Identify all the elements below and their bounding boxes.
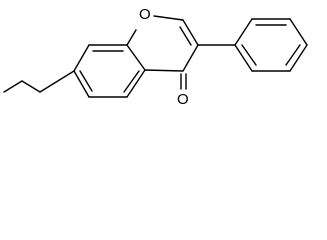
methyl-bond [3,80,23,93]
bond-p3-p4 [289,18,308,46]
bond-c7-c8 [73,44,90,72]
bond-c6-c7 [73,70,90,98]
bond-c4-c4a [144,69,184,72]
methoxy-group [3,70,75,93]
methoxy-o-bond [21,80,41,93]
bond-c3-c4 [182,44,199,72]
bond-c8a-o1 [126,29,137,46]
bond-p4-p5 [289,44,308,72]
bond-p6-p1-inner [241,44,257,66]
chemical-structure-diagram: O O [3,6,308,108]
bond-c4a-c5 [126,69,146,98]
bond-o1-c2 [153,15,184,21]
bond-c4a-c5-inner [123,70,140,93]
aryl-o-bond [39,70,75,93]
bond-p1-p2 [234,18,253,46]
carbonyl-oxygen-label: O [177,91,189,108]
bond-p6-p1 [234,44,253,72]
bond-c2-c3 [182,19,199,46]
bond-c8a-c4a [126,44,146,71]
benzo-ring [73,44,146,98]
bond-c6-c7-inner [79,70,93,92]
phenyl-ring [197,18,308,72]
pyranone-ring [126,15,199,90]
ring-oxygen-label: O [139,6,151,23]
bond-p4-p5-inner [285,44,301,66]
bond-c2-c3-inner [179,26,192,46]
